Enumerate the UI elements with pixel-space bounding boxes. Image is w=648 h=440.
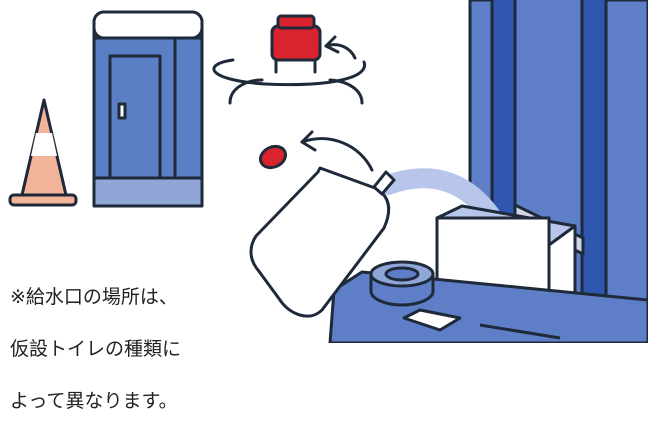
- note-line-1: ※給水口の場所は、: [10, 286, 178, 308]
- traffic-cone-icon: [8, 98, 78, 207]
- water-bottle-icon: [249, 166, 396, 318]
- drain-ring: [369, 260, 435, 307]
- rotate-cap-icon: [212, 14, 367, 105]
- instruction-illustration: ※給水口の場所は、 仮設トイレの種類に よって異なります。: [8, 0, 648, 412]
- note-text: ※給水口の場所は、 仮設トイレの種類に よって異なります。: [10, 258, 181, 440]
- note-line-2: 仮設トイレの種類に: [10, 338, 182, 360]
- removed-cap-icon: [258, 130, 374, 172]
- illustration-svg: [8, 0, 648, 343]
- note-line-3: よって異なります。: [10, 390, 178, 412]
- portable-toilet-icon: [92, 10, 204, 208]
